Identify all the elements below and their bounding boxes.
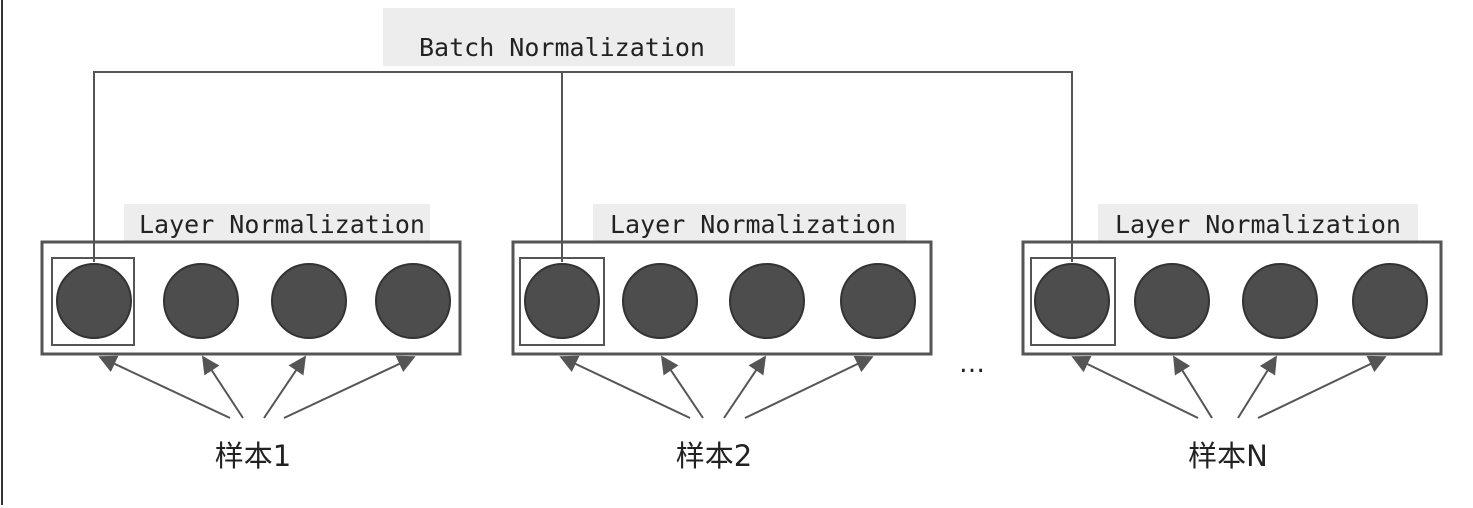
layer-box-1 [40, 240, 462, 356]
input-arrow-1-2 [202, 355, 244, 419]
input-arrow-1-1 [98, 355, 231, 419]
neuron-1-2 [163, 263, 239, 339]
batch-norm-label: Batch Normalization [419, 33, 705, 62]
layer-norm-label-1: Layer Normalization [139, 210, 425, 239]
input-arrow-1-4 [283, 355, 416, 419]
input-arrow-3-3 [1237, 355, 1277, 419]
sample-group-1: Layer Normalization 样本1 [40, 204, 462, 473]
input-arrow-3-2 [1173, 355, 1213, 419]
input-arrow-2-2 [660, 355, 704, 419]
input-arrow-3-4 [1257, 355, 1387, 419]
neuron-3-2 [1134, 263, 1210, 339]
batch-norm-label-group: Batch Normalization [383, 8, 735, 66]
neuron-2-3 [729, 263, 805, 339]
neuron-3-4 [1352, 263, 1428, 339]
layer-box-3 [1021, 240, 1443, 356]
sample-label-2: 样本2 [676, 439, 752, 473]
neuron-2-4 [840, 263, 916, 339]
neuron-3-1 [1034, 263, 1110, 339]
layer-norm-label-3: Layer Normalization [1115, 210, 1401, 239]
batch-highlight-box-1 [51, 257, 135, 346]
ellipsis: … [959, 349, 985, 379]
batch-highlight-box-3 [1030, 257, 1116, 346]
input-arrow-2-3 [723, 355, 767, 419]
sample-label-1: 样本1 [215, 439, 291, 473]
neuron-1-1 [56, 263, 132, 339]
input-arrow-2-1 [559, 355, 691, 419]
layer-norm-label-2: Layer Normalization [610, 210, 896, 239]
neuron-1-3 [271, 263, 347, 339]
neuron-3-3 [1242, 263, 1318, 339]
batch-highlight-box-2 [519, 257, 605, 346]
sample-label-3: 样本N [1188, 439, 1268, 473]
sample-group-2: Layer Normalization 样本2 [511, 204, 933, 473]
batch-norm-line [93, 71, 1073, 262]
neuron-1-4 [375, 263, 451, 339]
neuron-2-1 [524, 263, 600, 339]
layer-box-2 [511, 240, 933, 356]
input-arrow-2-4 [744, 355, 874, 419]
input-arrow-3-1 [1071, 356, 1199, 419]
neuron-2-2 [622, 263, 698, 339]
input-arrow-1-3 [263, 355, 307, 419]
batch-norm-connector [93, 71, 1073, 262]
sample-group-n: Layer Normalization 样本N [1021, 204, 1443, 473]
